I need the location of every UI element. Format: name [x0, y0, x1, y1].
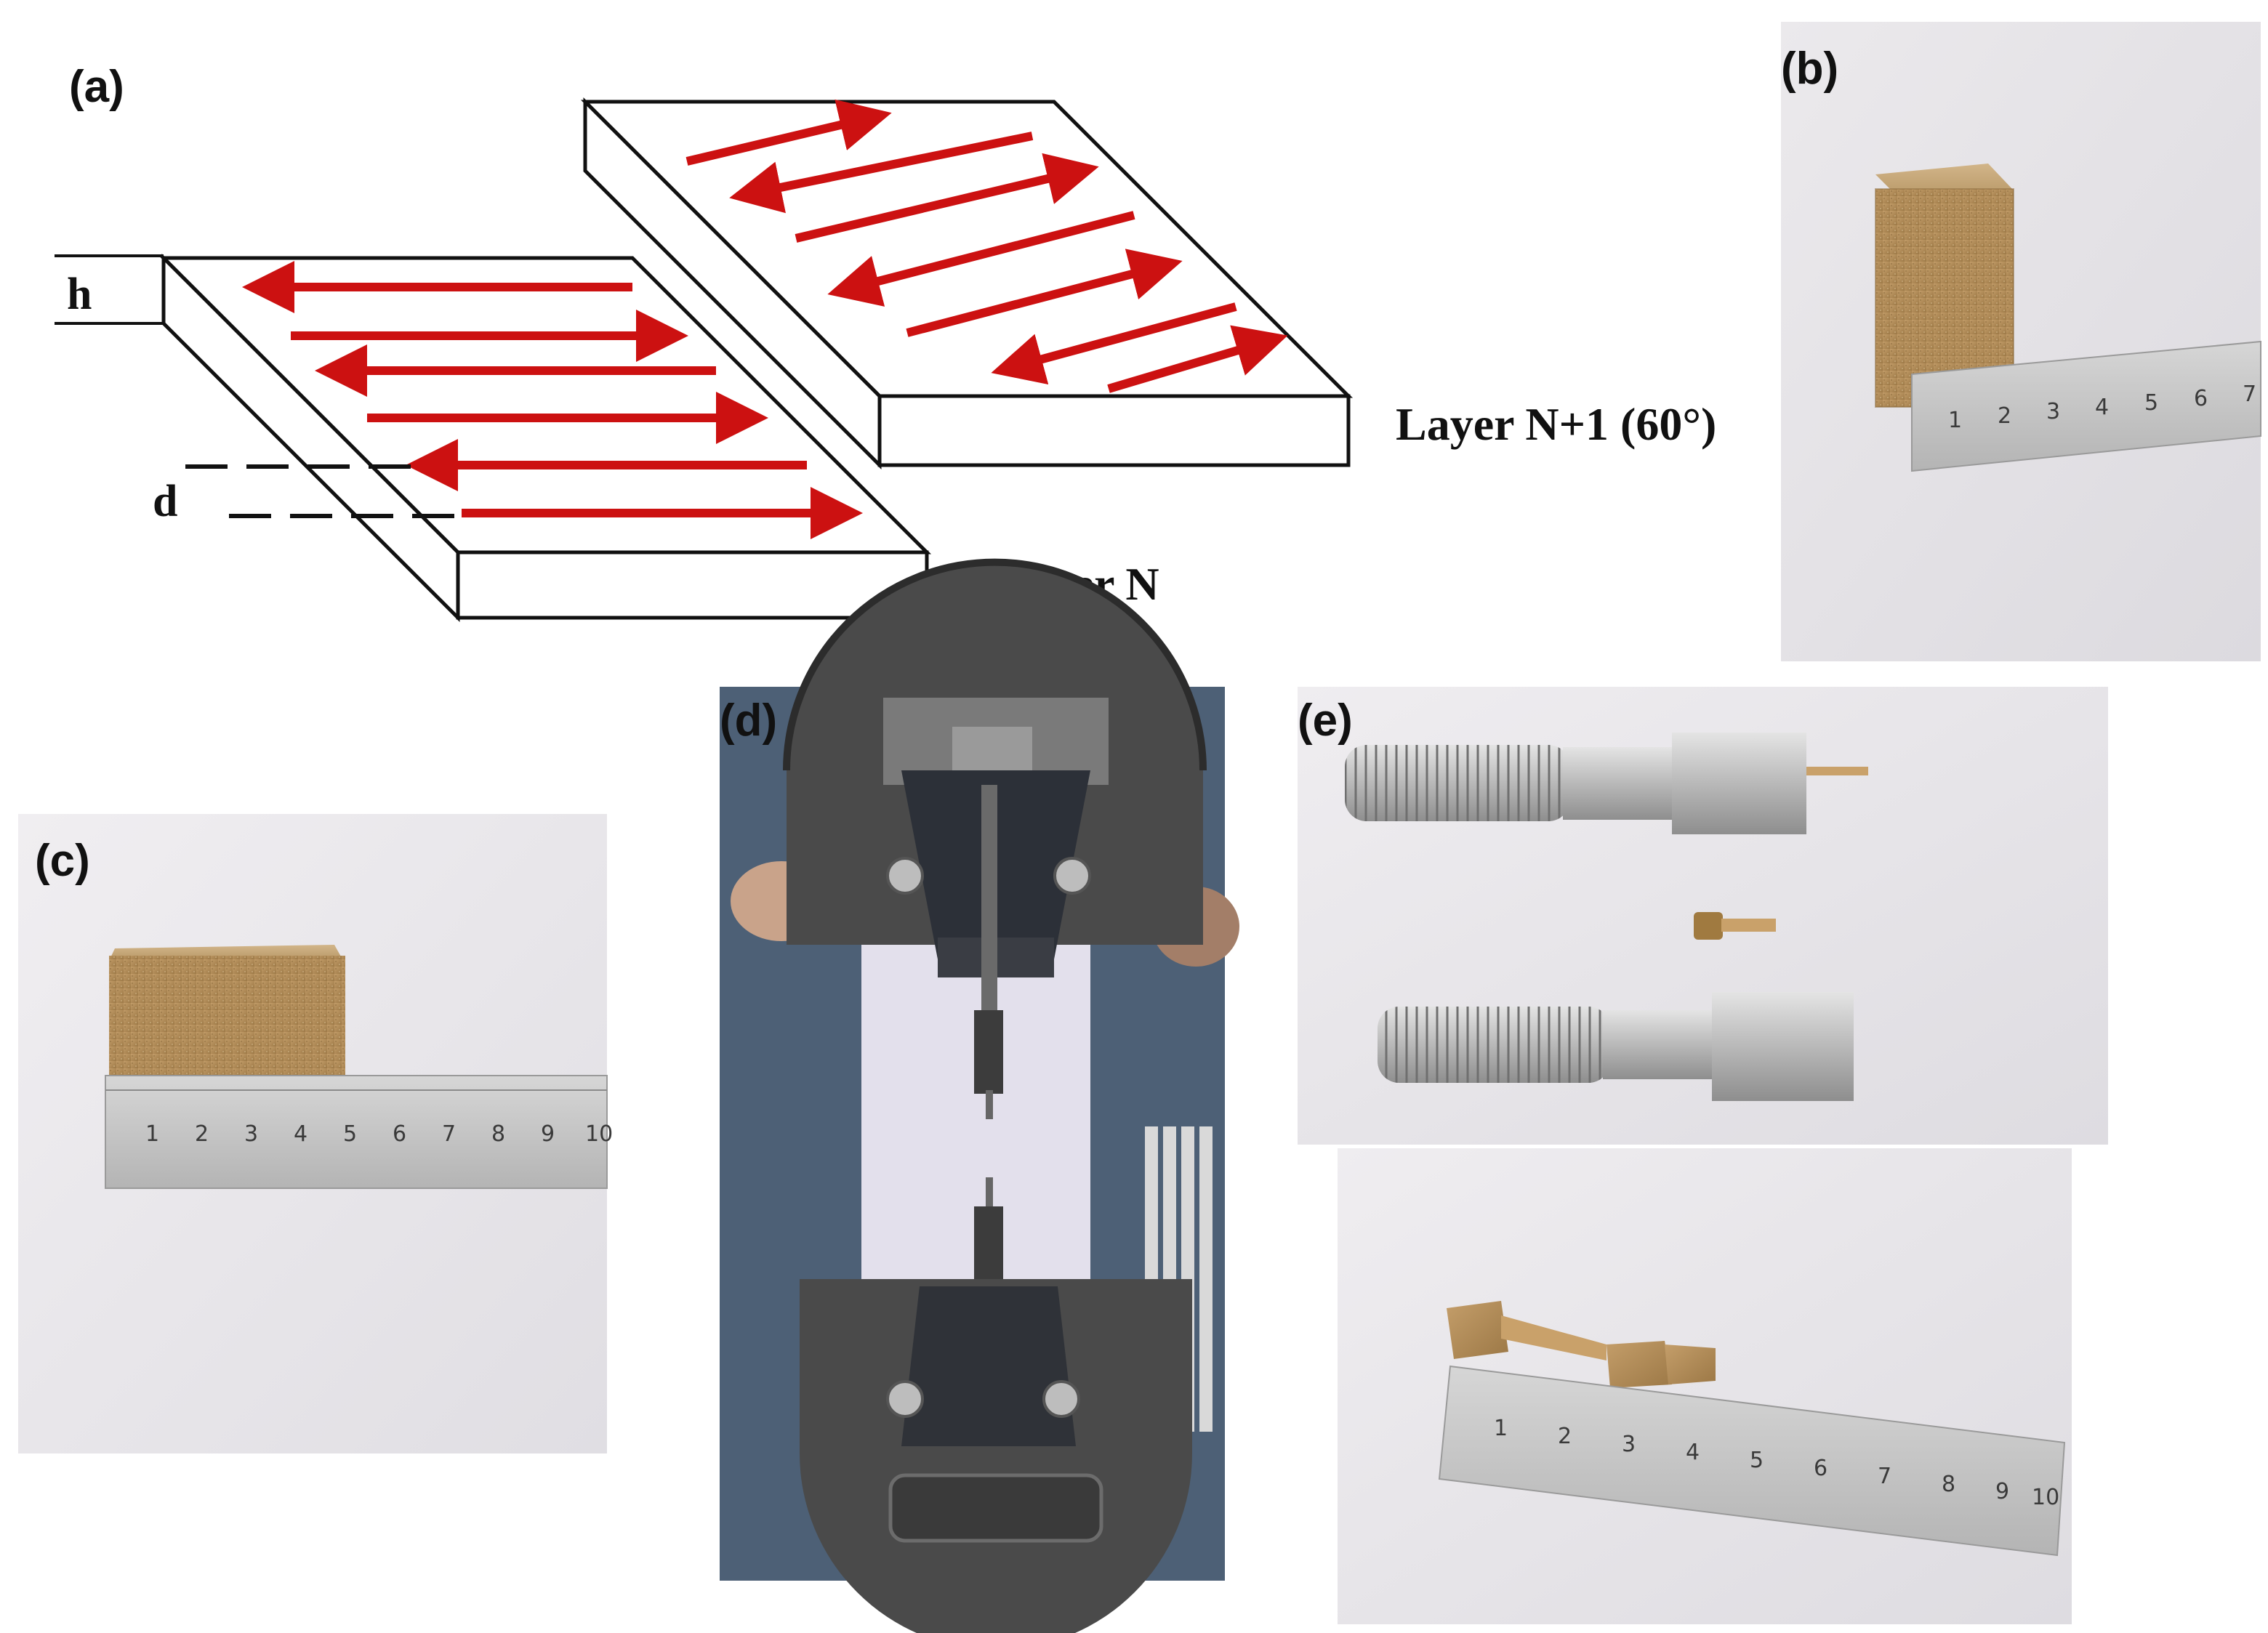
- ruler-number: 2: [1558, 1424, 1572, 1449]
- ruler-number: 9: [541, 1121, 555, 1147]
- ruler-number: 2: [195, 1121, 209, 1147]
- ruler-number: 7: [2243, 382, 2256, 407]
- ruler-number: 3: [1622, 1432, 1636, 1457]
- steel-ruler-icon: 1 2 3 4 5 6 7: [1911, 340, 2261, 472]
- ruler-number: 2: [1998, 403, 2011, 429]
- threaded-holder-icon: [1378, 992, 1854, 1101]
- scan-direction-arrow-icon: [795, 153, 1099, 243]
- panel-d-tensile-machine-photo: (d): [720, 558, 1239, 1633]
- ruler-number: 1: [1494, 1416, 1508, 1441]
- panel-e-specimen-photo: 1 2 3 4 5 6 7 8 9 10: [1338, 1148, 2072, 1624]
- ruler-number: 5: [2144, 390, 2158, 416]
- d-label: d: [153, 477, 177, 526]
- panel-c-letter: (c): [35, 836, 90, 886]
- plate-sample: [109, 956, 345, 1097]
- scan-direction-arrow-icon: [729, 132, 1034, 214]
- steel-ruler-icon: 1 2 3 4 5 6 7 8 9 10: [1438, 1365, 2066, 1557]
- panel-e-holders-photo: (e): [1298, 687, 2108, 1145]
- layer-n-side-face: [161, 253, 460, 623]
- ruler-number: 8: [491, 1121, 505, 1147]
- ruler-number: 9: [1995, 1479, 2009, 1504]
- ruler-number: 3: [2046, 399, 2060, 424]
- panel-b-letter: (b): [1781, 44, 1838, 94]
- threaded-holder-icon: [1345, 733, 1868, 834]
- ruler-number: 8: [1942, 1472, 1955, 1497]
- ruler-number: 6: [1814, 1456, 1827, 1481]
- lower-tensile-grip-icon: [800, 1279, 1192, 1633]
- ruler-number: 5: [343, 1121, 357, 1147]
- ruler-number: 7: [442, 1121, 456, 1147]
- ruler-number: 5: [1750, 1448, 1764, 1473]
- scan-direction-arrow-icon: [1107, 325, 1288, 393]
- ruler-number: 3: [244, 1121, 258, 1147]
- panel-a-scan-strategy: (a): [55, 62, 1716, 623]
- panel-a-letter: (a): [69, 62, 124, 112]
- scan-direction-arrow-icon: [991, 302, 1237, 385]
- scan-direction-arrow-icon: [827, 211, 1135, 307]
- hatch-spacing-dimension: [185, 464, 462, 518]
- ruler-number: 1: [1948, 408, 1962, 433]
- scan-direction-arrow-icon: [685, 99, 892, 166]
- scan-direction-arrow-icon: [906, 249, 1183, 337]
- layer-n1-scan-vectors: [685, 99, 1288, 393]
- dog-bone-specimen-icon: [1447, 1301, 1716, 1388]
- ruler-number: 6: [393, 1121, 406, 1147]
- layer-n1-label: Layer N+1 (60°): [1396, 398, 1716, 450]
- panel-b-cube-photo: 1 2 3 4 5 6 7 (b): [1781, 22, 2261, 661]
- panel-b-background: [1781, 22, 2261, 661]
- layer-n1-side-face: [583, 97, 882, 470]
- layer-n-front-face: [456, 550, 929, 620]
- layer-thickness-dimension: [55, 254, 164, 325]
- panel-d-letter: (d): [720, 695, 777, 746]
- ruler-number: 4: [2095, 395, 2109, 420]
- panel-e-letter: (e): [1298, 695, 1353, 746]
- ruler-number: 4: [294, 1121, 307, 1147]
- layer-n1-front-face: [877, 394, 1351, 467]
- layer-n-scan-vectors: [242, 261, 863, 539]
- ruler-number: 10: [2032, 1485, 2059, 1510]
- panel-c-plate-photo: 1 2 3 4 5 6 7 8 9 10 (c): [18, 814, 613, 1453]
- steel-ruler-icon: 1 2 3 4 5 6 7 8 9 10: [105, 1075, 613, 1189]
- h-label: h: [67, 270, 92, 319]
- ruler-number: 10: [585, 1121, 613, 1147]
- ruler-number: 1: [145, 1121, 159, 1147]
- ruler-number: 4: [1686, 1440, 1700, 1465]
- ruler-number: 6: [2194, 386, 2208, 411]
- upper-tensile-grip-icon: [783, 558, 1207, 977]
- ruler-number: 7: [1878, 1464, 1891, 1489]
- brass-specimen-part: [1694, 912, 1776, 940]
